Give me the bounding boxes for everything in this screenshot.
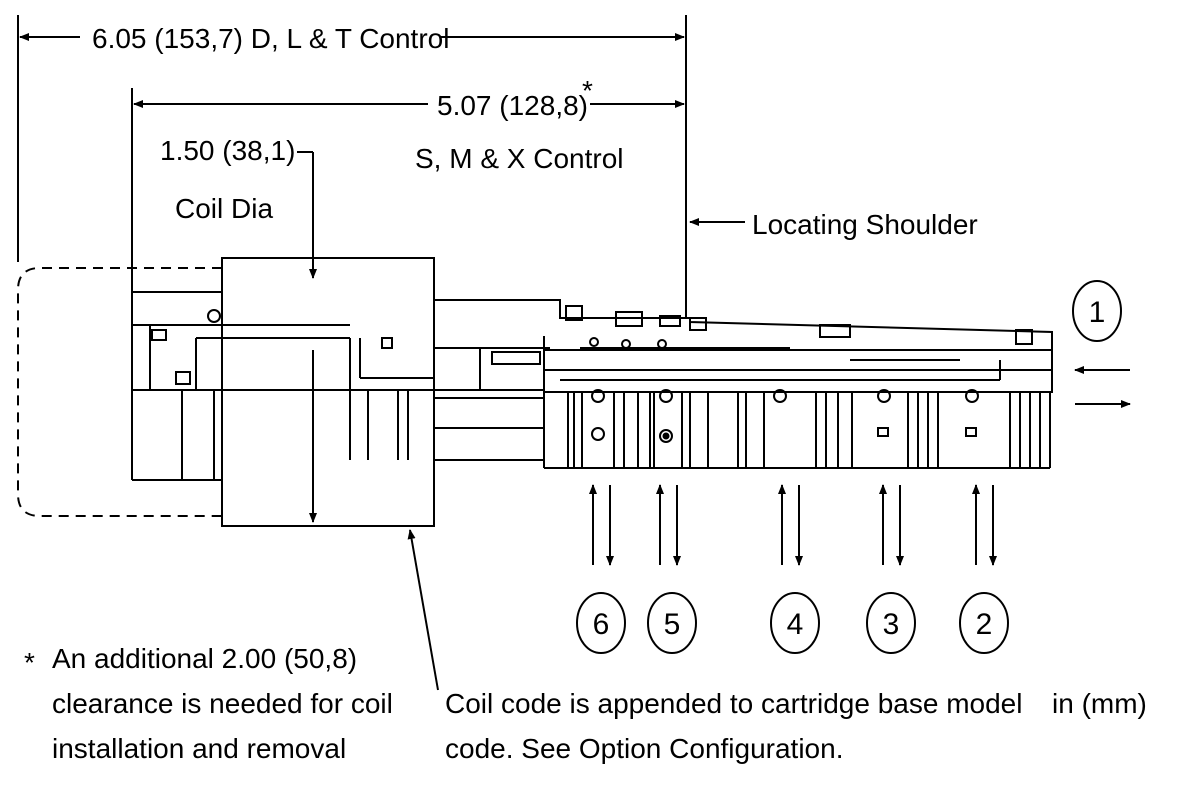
port-3-callout: 3 — [866, 592, 916, 654]
port-5-flow-arrows — [656, 484, 681, 566]
body-length-label: 5.07 (128,8) — [437, 90, 588, 121]
coil-dia-value: 1.50 (38,1) — [160, 135, 295, 166]
port-3-flow-arrows — [879, 484, 904, 566]
port-callouts: 1 2 3 4 5 6 — [576, 280, 1122, 654]
port-6-flow-arrows — [589, 484, 614, 566]
clearance-note-line-3: installation and removal — [52, 733, 346, 764]
port-1-number: 1 — [1089, 296, 1106, 329]
port-2-number: 2 — [976, 608, 993, 641]
flow-arrows — [589, 366, 1131, 566]
tube-extension — [434, 299, 550, 461]
locating-shoulder-label: Locating Shoulder — [752, 209, 978, 240]
clearance-note-line-2: clearance is needed for coil — [52, 688, 393, 719]
coil-body — [131, 257, 435, 527]
overall-length-dimension — [17, 15, 687, 318]
units-label: in (mm) — [1052, 688, 1147, 719]
cartridge-port-holes — [591, 389, 979, 443]
port-4-number: 4 — [787, 608, 804, 641]
port-3-number: 3 — [883, 608, 900, 641]
coil-code-leader — [407, 529, 439, 691]
coil-code-note-line-1: Coil code is appended to cartridge base … — [445, 688, 1022, 719]
body-length-star: * — [582, 75, 593, 106]
body-length-dimension — [131, 88, 685, 325]
coil-code-note-line-2: code. See Option Configuration. — [445, 733, 843, 764]
cartridge-body — [434, 299, 1053, 469]
port-4-flow-arrows — [778, 484, 803, 566]
cartridge-lands — [567, 391, 1041, 469]
body-length-note: S, M & X Control — [415, 143, 624, 174]
port-1-flow-arrows — [1074, 366, 1131, 408]
clearance-note-star: * — [24, 647, 35, 678]
overall-length-label: 6.05 (153,7) D, L & T Control — [92, 23, 449, 54]
port-1-callout: 1 — [1072, 280, 1122, 342]
port-5-callout: 5 — [647, 592, 697, 654]
port-6-callout: 6 — [576, 592, 626, 654]
port-6-number: 6 — [593, 608, 610, 641]
coil-clearance-outline — [17, 267, 222, 517]
port-2-callout: 2 — [959, 592, 1009, 654]
port-2-flow-arrows — [972, 484, 997, 566]
coil-dia-label: Coil Dia — [175, 193, 273, 224]
port-5-number: 5 — [664, 608, 681, 641]
port-4-callout: 4 — [770, 592, 820, 654]
clearance-note-line-1: An additional 2.00 (50,8) — [52, 643, 357, 674]
